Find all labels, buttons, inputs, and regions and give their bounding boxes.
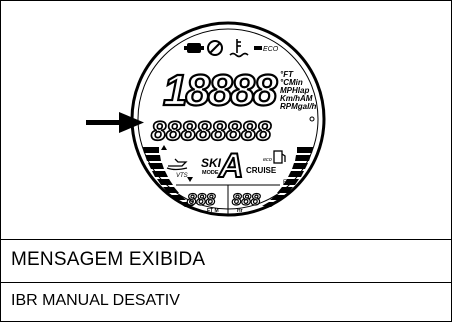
unit-label-4: Km/hAM [280, 94, 313, 103]
no-wrench-icon [207, 40, 223, 56]
cruise-label: CRUISE [246, 166, 277, 175]
small-left-display: 888 [187, 190, 216, 209]
unit-labels: °FT °CMin MPHlap Km/hAM RPMgal/h [280, 70, 317, 111]
vts-label: VTS [176, 173, 188, 179]
table-header: MENSAGEM EXIBIDA [11, 249, 206, 270]
left-bar-graph [143, 147, 194, 207]
jetski-icon [166, 158, 188, 171]
hr-label: Hr [237, 208, 243, 214]
fuel-pump-icon [273, 150, 286, 164]
svg-text:ECO: ECO [263, 46, 279, 53]
ibr-icon: ECO [254, 46, 279, 53]
table-row: IBR MANUAL DESATIV [1, 283, 451, 321]
eco-label: eco [263, 157, 272, 163]
right-bar-graph [262, 147, 313, 207]
pointer-arrow [86, 112, 144, 133]
mode-label: MODE [202, 170, 219, 176]
fuel-full-label: F [293, 165, 297, 171]
unit-label-2: °CMin [280, 78, 303, 87]
center-char-display: A [218, 147, 244, 185]
main-digit-display: 18888 [163, 66, 278, 115]
table-header-cell: MENSAGEM EXIBIDA [1, 240, 451, 283]
table-cell-message: IBR MANUAL DESATIV [11, 292, 180, 309]
temperature-icon [229, 39, 249, 58]
fuel-empty-label: E [283, 180, 287, 186]
gauge-illustration: ECO 18888 °FT °CMin MPHlap Km/hAM RPMgal… [86, 21, 326, 217]
unit-label-5: RPMgal/h [280, 102, 317, 111]
message-display: 88888888 [151, 116, 271, 146]
unit-label-3: MPHlap [280, 86, 309, 95]
engine-icon [184, 43, 204, 53]
up-marker-icon [161, 145, 167, 150]
unit-label-1: °FT [280, 70, 294, 79]
small-right-display: 888 [232, 190, 261, 209]
down-marker-icon [187, 177, 193, 182]
gauge-figure-cell: ECO 18888 °FT °CMin MPHlap Km/hAM RPMgal… [1, 1, 451, 240]
ft-m-label: FT M [207, 208, 219, 214]
ski-label: SKI [201, 156, 222, 170]
degree-dot [309, 116, 315, 122]
